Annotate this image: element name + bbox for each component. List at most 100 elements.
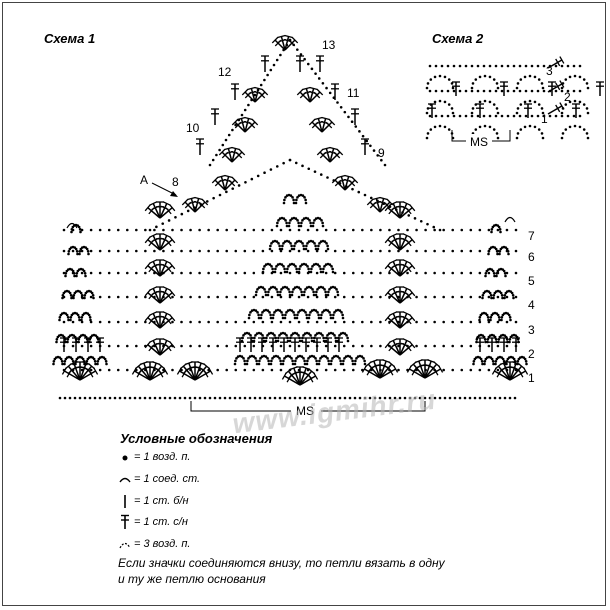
chain-dot bbox=[243, 108, 247, 112]
chain-dot bbox=[324, 355, 328, 358]
chain-dot bbox=[153, 396, 157, 400]
chain-dot bbox=[318, 217, 322, 220]
stitch-cross bbox=[235, 151, 243, 159]
chain-dot bbox=[523, 100, 527, 104]
chain-dot bbox=[75, 272, 79, 275]
chain-dot bbox=[519, 78, 523, 81]
chain-dot bbox=[463, 396, 467, 400]
chain-dot bbox=[433, 100, 437, 104]
stitch-top bbox=[409, 236, 416, 244]
stitch-top bbox=[144, 262, 151, 270]
chain-dot bbox=[218, 193, 222, 197]
chain-dot bbox=[528, 99, 532, 103]
stitch-mark bbox=[317, 118, 323, 133]
chain-dot bbox=[287, 224, 291, 228]
legend-item-sc: = 1 ст. б/н bbox=[118, 493, 189, 509]
chain-dot bbox=[279, 271, 283, 275]
chain-dot bbox=[153, 249, 156, 253]
chain-dot bbox=[107, 344, 111, 348]
chain-dot bbox=[300, 355, 304, 358]
chain-dot bbox=[260, 313, 263, 317]
stitch-mark bbox=[240, 118, 246, 133]
chain-dot bbox=[503, 296, 506, 300]
chain-dot bbox=[321, 81, 325, 85]
chain-dot bbox=[263, 171, 266, 175]
chain-dot bbox=[198, 228, 201, 232]
chain-dot bbox=[294, 161, 298, 165]
stitch-mark bbox=[344, 179, 356, 191]
chain-dot bbox=[370, 320, 373, 324]
stitch-mark bbox=[409, 368, 426, 379]
chain-dot bbox=[560, 111, 564, 115]
chain-dot bbox=[468, 396, 472, 400]
chain-dot bbox=[339, 362, 343, 366]
chain-dot bbox=[313, 242, 316, 245]
chain-dot bbox=[491, 360, 495, 363]
chain-dot bbox=[89, 368, 93, 372]
chain-dot bbox=[469, 344, 473, 348]
chain-dot bbox=[261, 334, 264, 337]
chain-dot bbox=[319, 332, 323, 335]
chain-dot bbox=[225, 249, 229, 253]
chain-dot bbox=[328, 288, 331, 291]
chain-dot bbox=[554, 114, 558, 118]
stitch-mark bbox=[159, 340, 168, 356]
chain-dot bbox=[123, 396, 127, 400]
chain-dot bbox=[305, 362, 309, 366]
marker-a: A bbox=[140, 173, 148, 187]
stitch-top bbox=[211, 176, 219, 184]
stitch-top bbox=[162, 286, 171, 291]
chain-dot bbox=[58, 318, 61, 322]
chain-dot bbox=[332, 179, 336, 182]
stitch-mark bbox=[152, 313, 161, 329]
chain-dot bbox=[331, 267, 334, 271]
chain-dot bbox=[262, 267, 265, 271]
chain-dot bbox=[144, 249, 147, 253]
chain-dot bbox=[87, 252, 90, 256]
chain-dot bbox=[261, 286, 265, 289]
chain-dot bbox=[514, 295, 518, 299]
chain-dot bbox=[307, 332, 311, 335]
chain-dot bbox=[478, 295, 482, 299]
chain-dot bbox=[256, 311, 259, 314]
chain-dot bbox=[261, 295, 265, 299]
chain-dot bbox=[478, 320, 482, 324]
chain-dot bbox=[451, 320, 455, 324]
chain-dot bbox=[98, 320, 102, 324]
chain-dot bbox=[518, 89, 522, 93]
legend-text: = 3 возд. п. bbox=[134, 538, 191, 550]
chain-dot bbox=[317, 316, 321, 320]
chain-dot bbox=[116, 344, 120, 348]
chain-dot bbox=[480, 360, 484, 363]
stitch-mark bbox=[67, 365, 81, 381]
chain-dot bbox=[93, 396, 97, 400]
chain-dot bbox=[333, 334, 336, 337]
chain-dot bbox=[585, 132, 589, 135]
chain-dot bbox=[469, 271, 473, 275]
stitch-mark bbox=[509, 365, 523, 381]
stitch-mark bbox=[329, 148, 335, 163]
chain-dot bbox=[582, 128, 586, 131]
chain-dot bbox=[333, 271, 337, 275]
stitch-top bbox=[409, 262, 416, 270]
chain-dot bbox=[284, 196, 287, 199]
chain-dot bbox=[370, 295, 373, 299]
chain-dot bbox=[469, 228, 473, 232]
chain-dot bbox=[280, 247, 284, 251]
chain-dot bbox=[498, 228, 502, 231]
chain-dot bbox=[189, 271, 192, 275]
chain-dot bbox=[415, 295, 418, 299]
chain-dot bbox=[270, 265, 273, 268]
chain-dot bbox=[93, 360, 97, 363]
chain-dot bbox=[512, 296, 515, 300]
chain-dot bbox=[305, 244, 308, 248]
chain-dot bbox=[306, 217, 310, 220]
stitch-top bbox=[169, 236, 176, 244]
chain-dot bbox=[315, 271, 319, 275]
chain-dot bbox=[292, 198, 295, 202]
chain-dot bbox=[407, 214, 411, 217]
chain-dot bbox=[243, 368, 247, 372]
chain-dot bbox=[249, 334, 252, 337]
repeat-label-bg bbox=[291, 403, 321, 417]
chain-dot bbox=[586, 111, 590, 115]
